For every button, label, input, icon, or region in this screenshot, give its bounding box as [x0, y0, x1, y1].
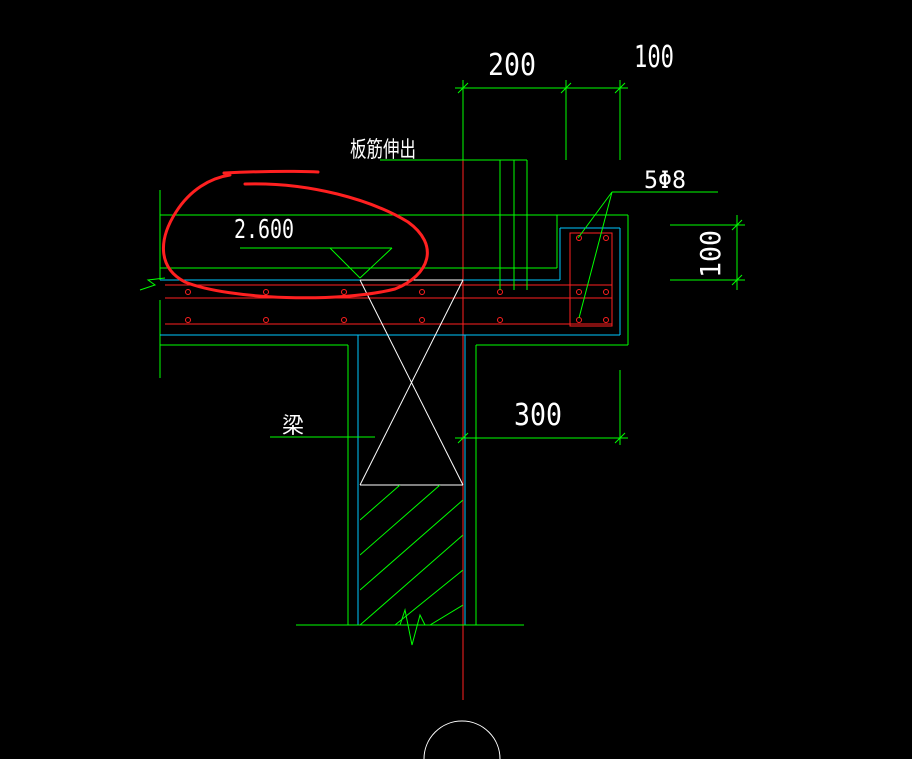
dimension-right: [670, 215, 745, 290]
dimension-top: [455, 80, 628, 160]
slab-rebar-extension: [380, 159, 528, 290]
elevation-label: 2.600: [234, 215, 294, 245]
rebar-spec-label: 5Φ8: [644, 166, 686, 194]
cover-lines: [160, 227, 621, 625]
beam-outline: [296, 345, 524, 626]
rebar-spec-leader: [577, 191, 718, 319]
hatch-area: [360, 485, 463, 625]
dimension-beam: [455, 370, 628, 445]
annotation-circle: [162, 169, 429, 300]
opening-x: [359, 279, 464, 486]
slab-outline: [159, 190, 629, 378]
beam-label: 梁: [282, 414, 304, 439]
slab-rebar-label: 板筋伸出: [350, 138, 416, 163]
break-line-bottom: [399, 608, 426, 646]
break-line-left: [139, 277, 166, 291]
dim-right-vertical: 100: [694, 230, 727, 278]
rebar-lines: [165, 232, 613, 327]
dim-top-right: 100: [634, 40, 674, 75]
rebar-dots: [185, 235, 609, 323]
dim-top-left: 200: [488, 48, 536, 83]
elevation-marker: [240, 247, 393, 279]
axis-bubble: [423, 720, 501, 759]
dim-beam-width: 300: [514, 398, 562, 433]
